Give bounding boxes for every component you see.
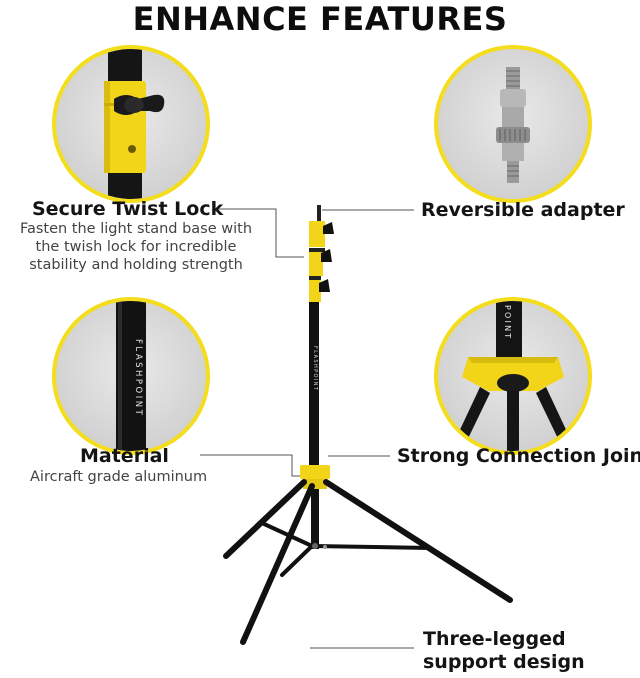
material-closeup: FLASHPOINT — [52, 297, 210, 455]
tube-logo-text: FLASHPOINT — [133, 339, 143, 417]
joint-closeup: POINT — [434, 297, 592, 455]
page-title: ENHANCE FEATURES — [132, 0, 508, 38]
twist-lock-leader-line — [218, 208, 304, 258]
adapter-closeup — [434, 45, 592, 203]
material-leader-line — [200, 454, 302, 477]
material-tube-image: FLASHPOINT — [116, 301, 146, 451]
material-description: Aircraft grade aluminum — [30, 469, 208, 485]
adapter-title: Reversible adapter — [421, 199, 625, 221]
legs-title: Three-legged support design — [423, 628, 585, 673]
twist-lock-image — [104, 49, 165, 199]
joint-title: Strong Connection Joint — [397, 445, 640, 467]
joint-image: POINT — [450, 301, 576, 451]
svg-text:FLASHPOINT: FLASHPOINT — [312, 346, 318, 391]
twist-lock-title: Secure Twist Lock — [32, 198, 224, 220]
svg-text:POINT: POINT — [503, 305, 512, 340]
adapter-image — [496, 67, 530, 183]
material-title: Material — [80, 445, 169, 467]
twist-lock-closeup — [52, 45, 210, 203]
twist-lock-description: Fasten the light stand base with the twi… — [19, 221, 253, 273]
